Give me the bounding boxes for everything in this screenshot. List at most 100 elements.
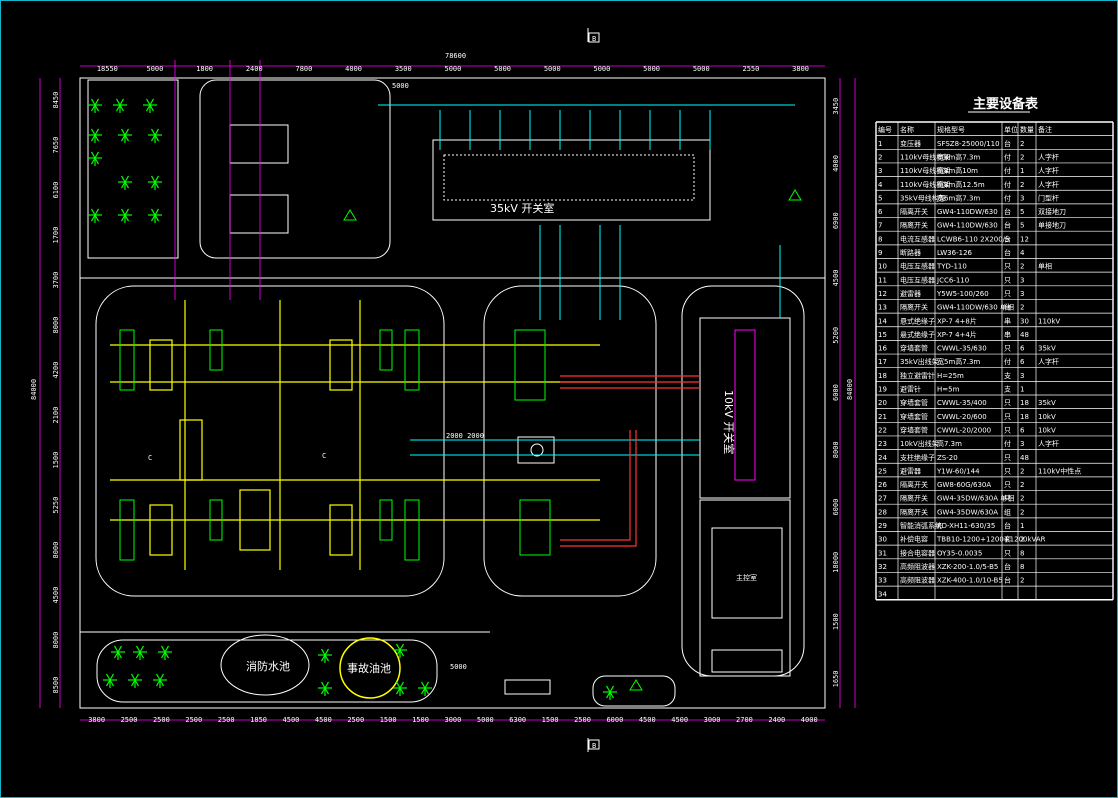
table-cell: 5: [1020, 222, 1024, 230]
dimension-text: 6300: [509, 716, 526, 724]
table-cell: 35kV: [1038, 399, 1056, 407]
table-cell: 双接地刀: [1038, 207, 1066, 216]
table-cell: 台: [1004, 521, 1011, 530]
table-cell: 付: [1004, 180, 1011, 189]
control-room-label: 主控室: [736, 573, 757, 582]
dimension-text: 3800: [88, 716, 105, 724]
palm-tree-icon: [111, 645, 125, 660]
table-cell: 30: [878, 536, 887, 544]
right-overall-dim: 84000: [846, 379, 854, 400]
table-header: 备注: [1038, 125, 1052, 134]
table-cell: 29: [878, 522, 887, 530]
table-cell: 8: [878, 235, 882, 243]
dimension-text: 8000: [832, 441, 840, 458]
table-cell: 20: [878, 399, 887, 407]
dimension-text: 3700: [52, 272, 60, 289]
table-cell: H=5m: [937, 386, 960, 394]
table-cell: KD-XH11-630/35: [937, 522, 995, 530]
table-cell: 110kV母线构架: [900, 180, 950, 189]
dimension-text: 2500: [574, 716, 591, 724]
table-cell: 隔离开关: [900, 507, 928, 516]
table-cell: 电压互感器: [900, 262, 935, 271]
table-cell: 宽6m高7.3m: [937, 193, 980, 202]
lightning-rod-icon: [343, 189, 802, 691]
table-cell: 只: [1004, 290, 1011, 298]
table-cell: 隔离开关: [900, 221, 928, 230]
table-cell: 人字杆: [1038, 357, 1059, 366]
table-cell: 35kV母线构架: [900, 193, 946, 202]
table-cell: CWWL-35/400: [937, 399, 987, 407]
left-dimension-texts: 8450765061001700370080004200210015005250…: [52, 92, 60, 694]
oil-pool-label: 事故油池: [347, 661, 391, 675]
dimension-text: 2400: [768, 716, 785, 724]
table-cell: Y1W-60/144: [936, 467, 980, 475]
table-cell: 付: [1004, 357, 1011, 366]
table-cell: 3: [1020, 290, 1024, 298]
palm-tree-icon: [103, 673, 117, 688]
dimension-text: 5000: [544, 65, 561, 73]
table-header: 规格型号: [937, 125, 965, 134]
table-cell: 2: [1020, 577, 1024, 585]
table-cell: 付: [1004, 152, 1011, 161]
table-cell: 12: [878, 290, 887, 298]
table-cell: 隔离开关: [900, 480, 928, 489]
table-grid: [875, 121, 1114, 601]
table-cell: 宽5m高7.3m: [937, 357, 980, 366]
palm-tree-icon: [153, 673, 167, 688]
table-cell: 3: [1020, 194, 1024, 202]
table-cell: 只: [1004, 495, 1011, 503]
palm-tree-icon: [393, 681, 407, 696]
section-mark-top: B: [592, 35, 596, 43]
dimension-text: 3000: [704, 716, 721, 724]
table-cell: 3: [878, 167, 882, 175]
hall-35kv-label: 35kV 开关室: [490, 201, 554, 215]
table-cell: 10kV: [1038, 426, 1056, 434]
dimension-text: 1850: [250, 716, 267, 724]
palm-tree-icon: [88, 151, 102, 166]
table-cell: 4: [1020, 249, 1025, 257]
table-cell: 高频阻波器: [900, 562, 935, 571]
table-cell: LCWB6-110 2X200/5: [937, 235, 1010, 243]
dimension-text: 4000: [801, 716, 818, 724]
table-title: 主要设备表: [973, 96, 1039, 112]
palm-tree-icon: [118, 208, 132, 223]
dimension-text: 1500: [542, 716, 559, 724]
dimension-text: 6000: [832, 499, 840, 516]
dimension-text: 5000: [594, 65, 611, 73]
table-cell: 14: [878, 317, 887, 325]
dimension-text: 8000: [52, 632, 60, 649]
table-cell: 30: [1020, 317, 1029, 325]
palm-tree-icon: [88, 98, 102, 113]
table-cell: 25: [878, 467, 887, 475]
table-cell: GW8-60G/630A: [937, 481, 991, 489]
table-cell: OY35-0.0035: [937, 549, 982, 557]
table-header: 数量: [1020, 125, 1034, 134]
table-cell: SFSZ8-25000/110: [937, 140, 1000, 148]
palm-tree-icon: [148, 208, 162, 223]
table-cell: 台: [1004, 562, 1011, 571]
table-cell: 宽8m高12.5m: [937, 180, 985, 189]
table-cell: 18: [1020, 413, 1029, 421]
table-cell: 高7.3m: [937, 439, 962, 448]
table-cell: 10kV: [1038, 413, 1056, 421]
table-cell: 32: [878, 563, 887, 571]
table-cell: GW4-110DW/630 单相: [937, 303, 1014, 312]
dimension-text: 5250: [52, 497, 60, 514]
palm-tree-icon: [318, 681, 332, 696]
dimension-text: 2500: [218, 716, 235, 724]
table-cell: 支: [1004, 385, 1011, 394]
table-cell: 2: [1020, 304, 1024, 312]
switch-hall-10kv: 10kV 开关室: [699, 317, 791, 499]
table-cell: 高频阻波器: [900, 576, 935, 585]
bus-110kv: [110, 300, 600, 570]
palm-tree-icon: [158, 645, 172, 660]
dimension-text: 7650: [52, 137, 60, 154]
table-cell: 10kV出线架: [900, 439, 939, 448]
table-cell: 2: [1020, 467, 1024, 475]
table-cell: 断路器: [900, 248, 921, 257]
table-cell: 只: [1004, 426, 1011, 434]
feeders: [378, 104, 795, 456]
table-cell: Y5W5-100/260: [936, 290, 989, 298]
dimension-text: 2100: [52, 407, 60, 424]
